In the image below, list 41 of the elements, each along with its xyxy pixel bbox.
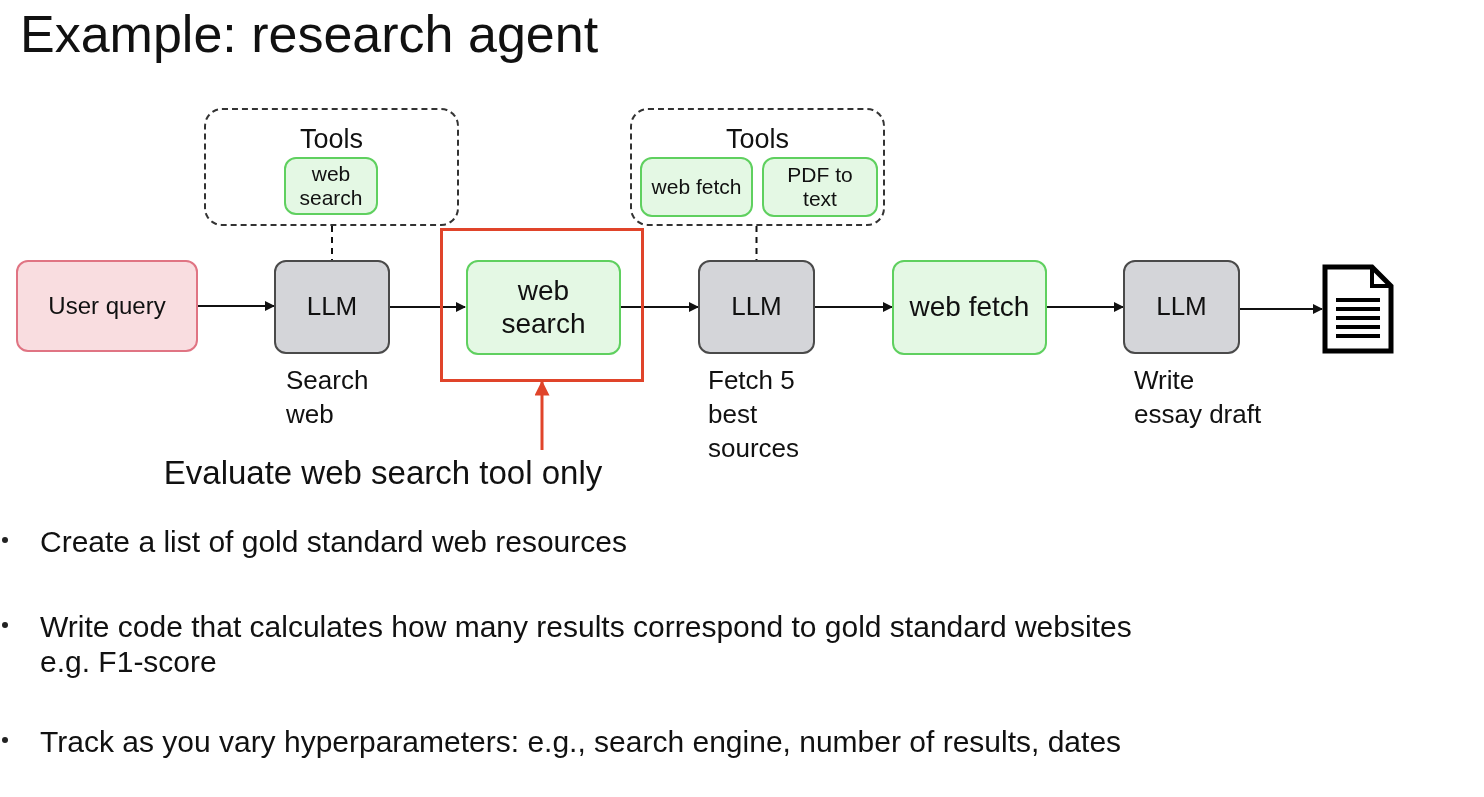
tool-box <box>640 157 753 217</box>
bullet-text: Track as you vary hyperparameters: e.g., search engine, number of results, dates <box>40 725 1123 760</box>
node-caption: Write essay draft <box>1134 364 1263 431</box>
tools-group <box>630 108 885 226</box>
bullet-text: Create a list of gold standard web resources <box>40 525 628 560</box>
input-box <box>16 260 198 352</box>
node-caption: Fetch 5 best sources <box>708 364 801 465</box>
group-title: Tools <box>726 124 789 156</box>
connector-line <box>755 225 758 261</box>
tool-box <box>466 260 621 355</box>
node-label: PDF to text <box>786 162 854 212</box>
annotation-text: Evaluate web search tool only <box>163 454 603 492</box>
node-label: web fetch <box>650 174 743 200</box>
arrow <box>1239 304 1323 314</box>
group-title: Tools <box>300 124 363 156</box>
arrow <box>814 302 893 312</box>
tool-box <box>284 157 378 215</box>
node-label: web fetch <box>908 291 1031 324</box>
node-label: User query <box>47 292 167 320</box>
node-label: web search <box>500 275 587 340</box>
slide-title: Example: research agent <box>20 4 599 64</box>
connector-line <box>331 225 333 261</box>
tool-box <box>892 260 1047 355</box>
tools-group <box>204 108 459 226</box>
document-icon <box>1322 264 1394 354</box>
llm-box <box>1123 260 1240 354</box>
arrow <box>1046 302 1124 312</box>
llm-box <box>698 260 815 354</box>
bullet-text: Write code that calculates how many results correspond to gold standard websites e.g. F1-score <box>40 610 1133 679</box>
highlight-frame <box>440 228 644 382</box>
arrow <box>389 302 466 312</box>
node-label: LLM <box>1155 292 1208 322</box>
node-label: LLM <box>305 292 359 322</box>
arrow <box>619 302 699 312</box>
arrow <box>197 301 275 311</box>
arrow <box>534 380 550 450</box>
node-label: LLM <box>730 292 783 322</box>
tool-box <box>762 157 878 217</box>
llm-box <box>274 260 390 354</box>
node-label: web search <box>298 161 364 211</box>
node-caption: Search web <box>286 364 370 431</box>
